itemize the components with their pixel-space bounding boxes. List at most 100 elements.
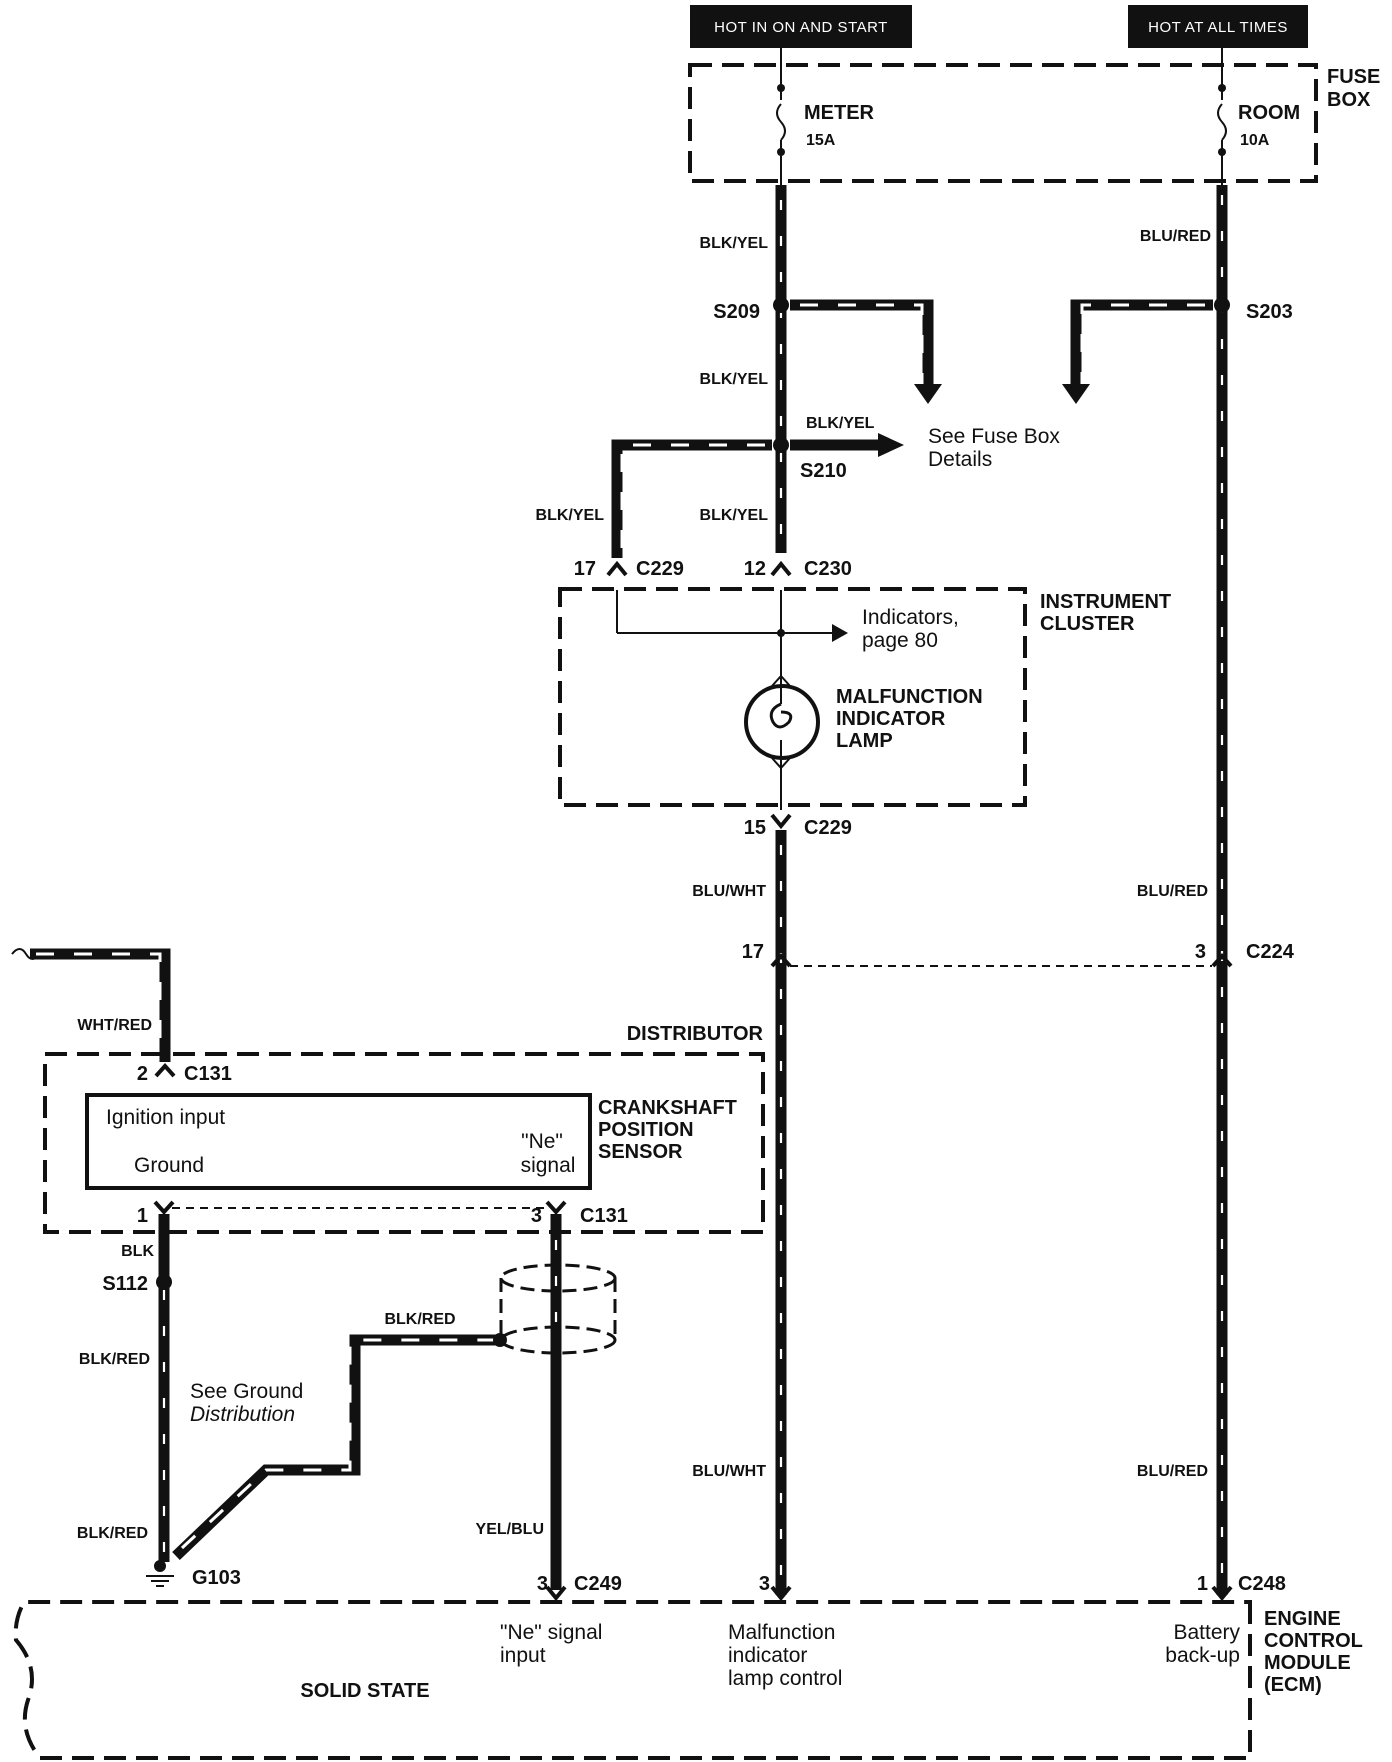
svg-text:C229: C229: [636, 558, 684, 580]
svg-text:3: 3: [537, 1573, 548, 1595]
svg-text:WHT/RED: WHT/RED: [77, 1017, 152, 1034]
svg-text:C229: C229: [804, 817, 852, 839]
svg-text:S203: S203: [1246, 301, 1293, 323]
instrument-cluster: INSTRUMENT CLUSTER: [558, 587, 1171, 807]
svg-text:G103: G103: [192, 1567, 241, 1589]
svg-text:17: 17: [574, 558, 596, 580]
svg-text:1: 1: [1197, 1573, 1208, 1595]
svg-text:CONTROL: CONTROL: [1264, 1630, 1363, 1652]
cluster-internal-wiring: [616, 590, 848, 810]
wire-label-blk-red-2: BLK/RED: [77, 1525, 148, 1542]
svg-text:Battery: Battery: [1173, 1621, 1240, 1644]
connector-c249: 3 C249: [537, 1573, 622, 1602]
svg-text:LAMP: LAMP: [836, 730, 893, 752]
shield-cylinder: [499, 1263, 617, 1355]
svg-text:Distribution: Distribution: [190, 1403, 295, 1426]
engine-control-module: ENGINE CONTROL MODULE (ECM) SOLID STATE …: [13, 1600, 1363, 1760]
svg-text:SENSOR: SENSOR: [598, 1141, 683, 1163]
splice-s203: S203: [1062, 297, 1293, 404]
svg-text:MALFUNCTION: MALFUNCTION: [836, 686, 983, 708]
wire-label-blk-yel-2: BLK/YEL: [700, 371, 769, 388]
svg-text:(ECM): (ECM): [1264, 1674, 1322, 1696]
svg-text:POSITION: POSITION: [598, 1119, 694, 1141]
svg-text:BLK: BLK: [121, 1243, 154, 1260]
svg-text:1: 1: [137, 1205, 148, 1227]
connector-c230-12: 12 C230: [744, 558, 852, 580]
svg-text:"Ne" signal: "Ne" signal: [500, 1621, 602, 1644]
crankshaft-position-sensor: Ignition input Ground "Ne" signal CRANKS…: [85, 1093, 737, 1190]
svg-text:S210: S210: [800, 460, 847, 482]
wire-label-blu-wht-1: BLU/WHT: [692, 883, 766, 900]
svg-text:2: 2: [137, 1063, 148, 1085]
svg-text:Indicators,: Indicators,: [862, 606, 959, 629]
svg-text:CLUSTER: CLUSTER: [1040, 613, 1135, 635]
svg-text:METER: METER: [804, 102, 875, 124]
wire-wht-red: WHT/RED: [11, 948, 171, 1062]
svg-text:DISTRIBUTOR: DISTRIBUTOR: [627, 1023, 764, 1045]
wire-label-blk-yel-5: BLK/YEL: [700, 507, 769, 524]
connector-c248-1: 1 C248: [1197, 1573, 1286, 1602]
malfunction-indicator-lamp: MALFUNCTION INDICATOR LAMP: [744, 684, 983, 760]
svg-text:indicator: indicator: [728, 1644, 807, 1667]
svg-text:Ground: Ground: [134, 1154, 204, 1177]
wire-blk-ground: BLK: [121, 1214, 170, 1562]
svg-text:C249: C249: [574, 1573, 622, 1595]
svg-text:S112: S112: [102, 1273, 148, 1295]
svg-text:page 80: page 80: [862, 629, 938, 652]
svg-text:back-up: back-up: [1165, 1644, 1240, 1667]
svg-text:FUSE: FUSE: [1327, 66, 1380, 88]
svg-text:signal: signal: [521, 1154, 576, 1177]
wire-label-blk-yel-4: BLK/YEL: [536, 507, 605, 524]
wire-label-blu-red-3: BLU/RED: [1137, 1463, 1208, 1480]
ground-g103: G103: [146, 1560, 241, 1589]
ground-distribution-note: See Ground Distribution: [190, 1380, 303, 1426]
svg-text:See Ground: See Ground: [190, 1380, 303, 1403]
svg-text:15A: 15A: [806, 132, 836, 149]
svg-text:input: input: [500, 1644, 546, 1667]
svg-text:3: 3: [759, 1573, 770, 1595]
connector-c248-3: 3: [759, 1573, 792, 1602]
connector-c131-2: 2 C131: [137, 1063, 232, 1085]
wire-label-blu-wht-2: BLU/WHT: [692, 1463, 766, 1480]
svg-text:S209: S209: [713, 301, 760, 323]
svg-text:Ignition input: Ignition input: [106, 1106, 225, 1129]
svg-text:17: 17: [742, 941, 764, 963]
svg-text:C230: C230: [804, 558, 852, 580]
svg-text:Malfunction: Malfunction: [728, 1621, 835, 1644]
svg-text:MODULE: MODULE: [1264, 1652, 1351, 1674]
splice-s112: S112: [102, 1273, 172, 1295]
connector-c229-15: 15 C229: [744, 813, 852, 839]
room-fuse: ROOM 10A: [1217, 48, 1300, 185]
svg-text:See Fuse Box: See Fuse Box: [928, 425, 1060, 448]
svg-text:15: 15: [744, 817, 766, 839]
connector-c224: 17 3 C224: [742, 941, 1295, 968]
hot-in-run-header: HOT IN ON AND START: [690, 5, 912, 48]
svg-text:INSTRUMENT: INSTRUMENT: [1040, 591, 1171, 613]
indicators-note: Indicators, page 80: [862, 606, 959, 652]
svg-text:INDICATOR: INDICATOR: [836, 708, 946, 730]
svg-text:10A: 10A: [1240, 132, 1270, 149]
hot-always-header: HOT AT ALL TIMES: [1128, 5, 1308, 48]
wire-label-blk-yel-3: BLK/YEL: [806, 415, 875, 432]
wire-shield-drain: BLK/RED: [172, 1311, 507, 1560]
wire-label-blk-yel-1: BLK/YEL: [700, 235, 769, 252]
svg-text:C131: C131: [580, 1205, 628, 1227]
meter-fuse: METER 15A: [776, 48, 875, 185]
svg-text:BOX: BOX: [1327, 89, 1371, 111]
distributor: DISTRIBUTOR: [43, 1023, 765, 1234]
svg-text:"Ne": "Ne": [521, 1130, 563, 1153]
splice-s210: S210: [611, 433, 904, 558]
connector-c131-bottom: 1 3 C131: [137, 1200, 628, 1227]
wire-label-blu-red-2: BLU/RED: [1137, 883, 1208, 900]
svg-text:C248: C248: [1238, 1573, 1286, 1595]
wire-label-blu-red-1: BLU/RED: [1140, 228, 1211, 245]
svg-text:Details: Details: [928, 448, 992, 471]
svg-text:CRANKSHAFT: CRANKSHAFT: [598, 1097, 737, 1119]
svg-text:YEL/BLU: YEL/BLU: [476, 1521, 544, 1538]
connector-c229-17: 17 C229: [574, 558, 684, 580]
wire-label-blk-red-1: BLK/RED: [79, 1351, 150, 1368]
svg-text:C224: C224: [1246, 941, 1295, 963]
svg-text:HOT IN ON AND START: HOT IN ON AND START: [714, 19, 888, 36]
svg-text:ENGINE: ENGINE: [1264, 1608, 1341, 1630]
